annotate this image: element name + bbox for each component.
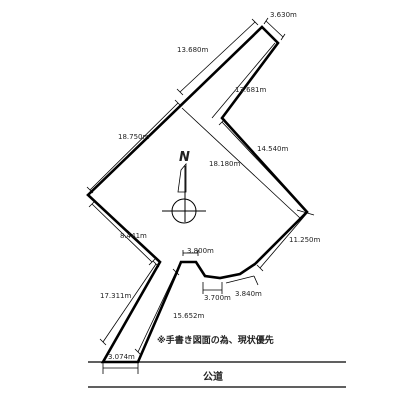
dimension-text: 3.630m <box>270 11 297 19</box>
dimension-text: 3.074m <box>108 353 135 361</box>
dimension-text: 3.700m <box>204 294 231 302</box>
dimension-text: 18.750m <box>118 133 149 141</box>
north-label: N <box>179 150 190 165</box>
dimension-text: 3.840m <box>235 290 262 298</box>
lot-boundary <box>86 25 309 364</box>
dimension-text: 3.800m <box>187 247 214 255</box>
north-compass-icon: N <box>162 150 206 224</box>
dimension-text: 11.250m <box>289 236 320 244</box>
dimension-text: 18.180m <box>209 160 240 168</box>
dimension-text: 8.441m <box>120 232 147 240</box>
dimension-text: 17.311m <box>100 292 131 300</box>
dimension-text: 13.680m <box>177 46 208 54</box>
dimension-text: 13.681m <box>235 86 266 94</box>
drawing-note: ※手書き図面の為、現状優先 <box>157 334 274 346</box>
dimension-text: 14.540m <box>257 145 288 153</box>
road-label: 公道 <box>203 370 223 383</box>
dimension-text: 15.652m <box>173 312 204 320</box>
dimension-lines <box>86 17 315 374</box>
